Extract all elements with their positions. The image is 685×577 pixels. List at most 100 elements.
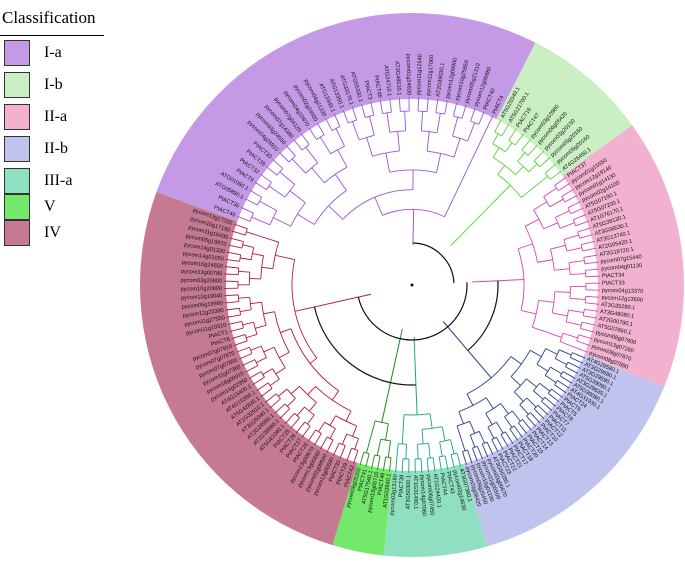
leaf-label: PtACT41 <box>357 469 368 492</box>
stem-line <box>412 209 415 246</box>
branch-line <box>354 438 359 450</box>
branch-line <box>559 222 575 229</box>
leaf-label: pycom07g15440 <box>600 254 642 265</box>
backbone-arc <box>412 242 455 283</box>
branch-line <box>428 443 431 459</box>
branch-line <box>432 457 436 472</box>
leaf-label: pycom06g07450 <box>425 474 435 516</box>
leaf-label: PtACT3 <box>363 80 373 100</box>
branch-line <box>401 458 404 473</box>
branch-line <box>500 403 509 415</box>
branch-line <box>572 352 586 359</box>
branch-line <box>420 458 423 473</box>
branch-line <box>544 396 556 407</box>
branch-line <box>458 411 464 424</box>
branch-line <box>543 187 557 198</box>
legend-swatch <box>4 40 30 66</box>
branch-line <box>566 247 583 252</box>
branch-line <box>417 444 419 459</box>
branch-line <box>244 198 258 206</box>
branch-line <box>280 328 292 333</box>
leaf-label: AT3G48080.1 <box>600 309 635 320</box>
legend-label: IV <box>44 224 61 241</box>
branch-line <box>470 107 476 122</box>
branch-line <box>262 368 273 375</box>
branch-line <box>290 385 300 395</box>
branch-line <box>554 268 570 271</box>
branch-line <box>290 417 300 429</box>
leaf-label: AT1G24420.1 <box>432 473 442 508</box>
branch-line <box>520 310 537 315</box>
branch-line <box>441 426 446 441</box>
branch-line <box>272 217 292 227</box>
legend-swatch <box>4 168 30 194</box>
branch-line <box>231 334 246 339</box>
legend-item-iii-a: III-a <box>4 168 72 194</box>
leaf-label: pycom03g20800 <box>181 278 222 285</box>
branch-line <box>316 122 325 136</box>
branch-line <box>577 227 592 233</box>
branch-line <box>544 163 557 174</box>
leaf-label: pycom11g12540 <box>416 54 423 95</box>
branch-line <box>554 176 567 186</box>
branch-line <box>301 425 311 438</box>
branch-line <box>388 457 392 472</box>
branch-line <box>467 449 473 464</box>
branch-line <box>444 115 494 217</box>
branch-line <box>478 431 486 444</box>
branch-line <box>435 98 439 113</box>
branch-line <box>275 367 286 375</box>
leaf-label: pycom05g19990 <box>181 301 223 311</box>
branch-line <box>371 454 376 469</box>
clade-sector-i-b <box>496 42 633 176</box>
branch-line <box>238 296 250 299</box>
branch-line <box>452 117 459 137</box>
branch-line <box>511 410 521 422</box>
branch-line <box>231 230 246 236</box>
branch-line <box>550 244 566 250</box>
branch-line <box>570 357 584 364</box>
branch-line <box>567 361 581 369</box>
clade-sector-i-a <box>156 12 536 222</box>
branch-line <box>565 366 579 374</box>
branch-line <box>495 421 504 434</box>
branch-line <box>236 346 250 353</box>
branch-line <box>241 359 256 367</box>
branch-line <box>538 300 554 303</box>
branch-line <box>497 165 506 175</box>
branch-line <box>420 111 424 131</box>
leaf-label: pycom11g17060 <box>426 55 436 96</box>
branch-line <box>570 273 586 276</box>
branch-line <box>224 301 239 304</box>
branch-line <box>307 386 316 395</box>
branch-line <box>522 419 532 431</box>
branch-line <box>246 231 279 243</box>
branch-line <box>229 237 244 242</box>
branch-line <box>251 216 271 226</box>
branch-line <box>568 309 584 313</box>
branch-line <box>559 341 588 353</box>
branch-line <box>272 158 284 169</box>
branch-line <box>505 142 513 153</box>
branch-line <box>309 357 318 364</box>
branch-line <box>552 312 568 317</box>
branch-line <box>238 353 253 360</box>
branch-line <box>585 268 600 271</box>
branch-line <box>224 266 239 269</box>
branch-line <box>389 98 392 113</box>
branch-line <box>581 321 596 326</box>
branch-line <box>537 404 549 416</box>
branch-line <box>533 408 545 420</box>
branch-line <box>278 151 290 163</box>
branch-line <box>261 266 274 270</box>
leaf-label: pycom14g01050 <box>182 251 224 263</box>
branch-arc <box>313 190 347 225</box>
branch-line <box>245 365 259 373</box>
legend-swatch <box>4 194 30 220</box>
branch-line <box>329 428 336 439</box>
legend-label: II-a <box>44 108 68 125</box>
leaf-label: PtACT34 <box>602 272 625 279</box>
branch-line <box>554 291 571 293</box>
branch-line <box>376 439 382 456</box>
branch-line <box>319 436 328 450</box>
